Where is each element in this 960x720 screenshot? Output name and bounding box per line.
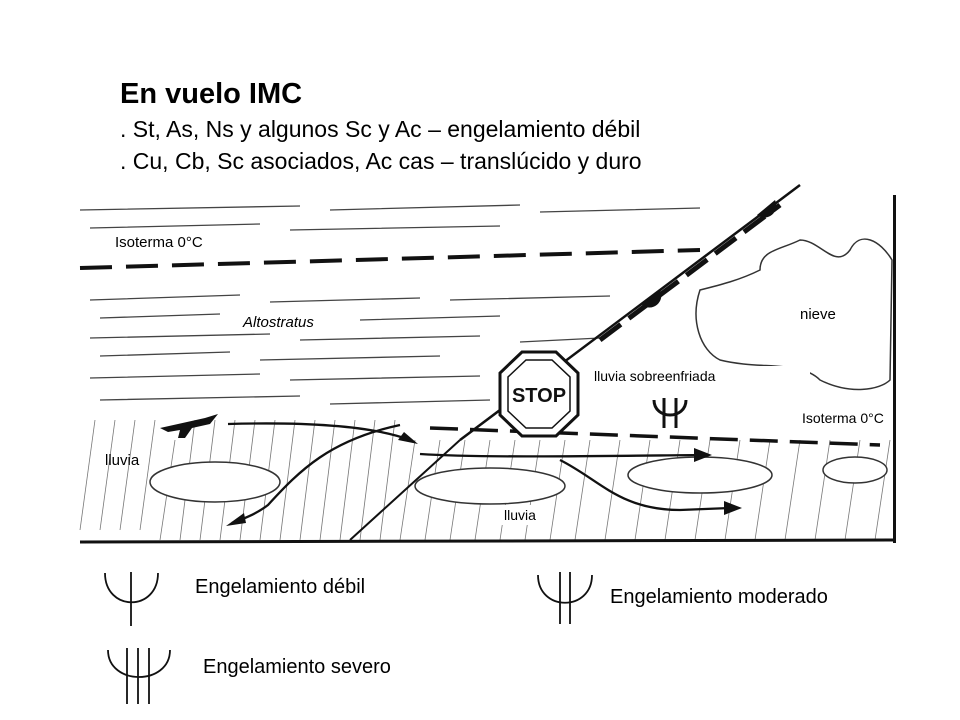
altostratus-cloud-lines [79, 204, 701, 405]
legend-symbol-severe-icon [107, 648, 171, 704]
stop-sign [498, 350, 580, 438]
legend-symbol-weak-icon [104, 572, 159, 626]
altostratus-label: Altostratus [243, 314, 314, 331]
legend-moderate-label: Engelamiento moderado [610, 586, 828, 608]
diagram-frame-right [893, 195, 896, 543]
flight-path-arrows [227, 422, 731, 525]
page-title: En vuelo IMC [120, 78, 303, 110]
subtitle-line-2: . Cu, Cb, Sc asociados, Ac cas – translú… [120, 148, 642, 174]
isotherm-right-label: Isoterma 0°C [796, 408, 890, 428]
isotherm-lower-line [429, 426, 881, 447]
subtitle-line-1: . St, As, Ns y algunos Sc y Ac – engelam… [120, 116, 641, 142]
supercooled-rain-label: lluvia sobreenfriada [588, 366, 810, 386]
legend-weak-label: Engelamiento débil [195, 576, 366, 598]
airplane-icon [160, 414, 218, 438]
legend-severe-label: Engelamiento severo [203, 656, 391, 678]
icing-symbol-moderate-diagram [652, 398, 688, 428]
isotherm-top-line [79, 248, 701, 270]
stop-sign-label: STOP [512, 385, 566, 407]
arrow-heads [226, 432, 742, 526]
isotherm-top-label: Isoterma 0°C [115, 234, 203, 251]
ground-line [79, 538, 896, 544]
snow-label: nieve [800, 306, 836, 323]
rain-bottom-label: lluvia [498, 505, 542, 525]
cumulus-cloud-outline [695, 238, 893, 391]
front-boundary-lower [349, 439, 461, 541]
rain-left-label: lluvia [105, 452, 140, 469]
legend-symbol-moderate-icon [537, 572, 593, 624]
low-clouds [149, 456, 888, 505]
